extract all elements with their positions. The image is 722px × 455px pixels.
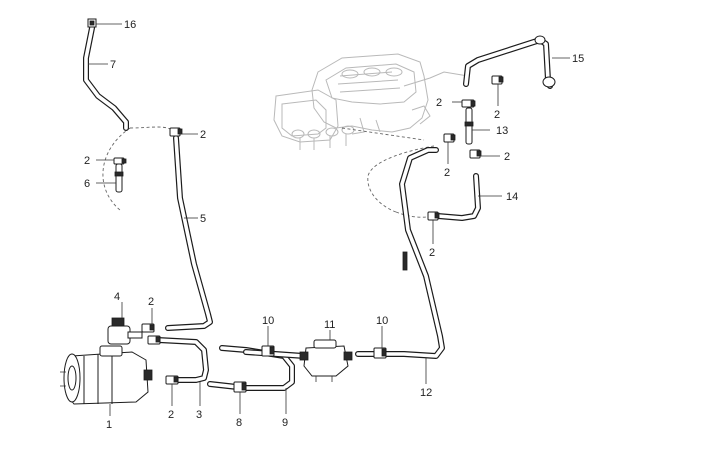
hose-15 (463, 35, 556, 89)
callout-labels: 16 7 2 2 6 5 4 2 1 2 3 8 9 10 11 10 12 1… (84, 19, 584, 431)
callout-6: 6 (84, 178, 90, 190)
clamp-2-right-b (491, 75, 504, 85)
clamp-2-right-a (461, 99, 476, 108)
hose-7 (83, 25, 129, 131)
clamp-2-right-c (443, 133, 456, 143)
callout-10-left: 10 (262, 315, 274, 327)
part-6-check-valve (114, 163, 124, 193)
callout-10-right: 10 (376, 315, 388, 327)
clamp-2-right-d (469, 149, 482, 159)
part-10-clamp-left (261, 345, 275, 357)
hose-14 (435, 173, 481, 221)
callout-2-right-e: 2 (429, 247, 435, 259)
callout-4: 4 (114, 291, 120, 303)
callout-8: 8 (236, 417, 242, 429)
clamp-2-top-hose-5 (169, 127, 183, 137)
callout-3: 3 (196, 409, 202, 421)
hose-5 (165, 135, 213, 331)
callout-2-right-c: 2 (444, 167, 450, 179)
part-13-connector (464, 107, 474, 145)
part-11-valve (299, 339, 353, 382)
callout-11: 11 (324, 319, 335, 331)
callout-2-upper-left: 2 (200, 129, 206, 141)
callout-15: 15 (572, 53, 584, 65)
callout-13: 13 (496, 125, 508, 137)
hose-9 (207, 345, 307, 391)
clamp-2-right-e (427, 211, 440, 221)
part-1-charcoal-canister (60, 345, 153, 405)
callout-2-right-d: 2 (504, 151, 510, 163)
callout-16: 16 (124, 19, 136, 31)
callout-5: 5 (200, 213, 206, 225)
clamp-2-left-middle (113, 157, 127, 165)
dashed-routing-lines (102, 126, 435, 218)
engine-intake-manifold (273, 53, 469, 150)
part-4-purge-valve (107, 317, 143, 345)
callout-2-right-b: 2 (494, 109, 500, 121)
clamp-2-valve-cluster (141, 323, 161, 345)
callout-2-right-a: 2 (436, 97, 442, 109)
callout-12: 12 (420, 387, 432, 399)
hose-3 (155, 337, 209, 383)
clamp-2-hose-3 (165, 375, 179, 385)
callout-2-valve: 2 (148, 296, 154, 308)
callout-14: 14 (506, 191, 518, 203)
callout-7: 7 (110, 59, 116, 71)
callout-2-bottom: 2 (168, 409, 174, 421)
part-10-clamp-right (373, 347, 387, 359)
part-8-clamp (233, 381, 247, 393)
leader-lines (88, 23, 570, 416)
callout-2-left: 2 (84, 155, 90, 167)
hose-12 (355, 147, 445, 359)
callout-9: 9 (282, 417, 288, 429)
part-16-fitting (87, 18, 97, 28)
callout-1: 1 (106, 419, 112, 431)
